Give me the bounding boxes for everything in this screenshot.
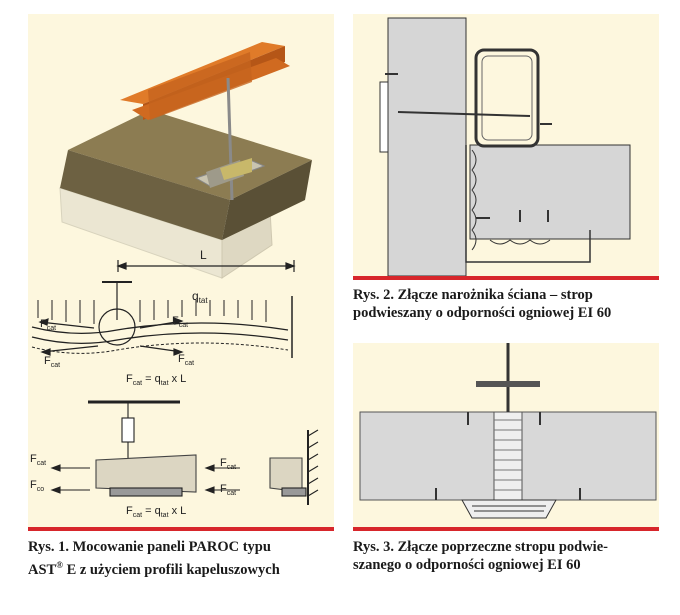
figure3-drawing: [359, 343, 657, 519]
label-f-cat-7: Fcat: [220, 483, 236, 497]
label-f-cat-4: Fcat: [178, 353, 194, 367]
formula-2: Fcat = qtat x L: [126, 505, 186, 519]
formula-1: Fcat = qtat x L: [126, 373, 186, 387]
figure1-3d-render: [58, 42, 312, 279]
label-f-cat-6: Fcat: [220, 457, 236, 471]
label-f-cat-3: Fcat: [44, 355, 60, 369]
figure1-red-rule: [28, 527, 334, 531]
label-q-tat: qtat: [192, 289, 208, 305]
figure1-caption-line2: AST® E z użyciem profili kapeluszowych: [28, 560, 280, 578]
figure3-caption-line2: szanego o odporności ogniowej EI 60: [353, 557, 581, 573]
figure2-drawing: [379, 17, 631, 277]
figure2-caption-line2: podwieszany o odporności ogniowej EI 60: [353, 305, 612, 321]
label-f-cat-5: Fcat: [30, 453, 46, 467]
figure3-caption: Rys. 3. Złącze poprzeczne stropu podwie-…: [353, 538, 673, 574]
figure1-section-diagram: [50, 400, 319, 505]
figure2-red-rule: [353, 276, 659, 280]
label-f-co: Fco: [30, 479, 44, 493]
figure3-red-rule: [353, 527, 659, 531]
figure1-caption: Rys. 1. Mocowanie paneli PAROC typu AST®…: [28, 538, 338, 579]
figure1-load-diagram: [31, 260, 296, 358]
figure2-caption-line1: Rys. 2. Złącze narożnika ściana – strop: [353, 287, 593, 303]
label-L: L: [200, 248, 207, 262]
figure3-caption-line1: Rys. 3. Złącze poprzeczne stropu podwie-: [353, 539, 608, 555]
label-f-cat-2: Fcat: [172, 315, 188, 329]
figure1-caption-line1: Rys. 1. Mocowanie paneli PAROC typu: [28, 539, 271, 555]
label-f-cat-1: Fcat: [40, 318, 56, 332]
figure2-caption: Rys. 2. Złącze narożnika ściana – strop …: [353, 286, 673, 322]
